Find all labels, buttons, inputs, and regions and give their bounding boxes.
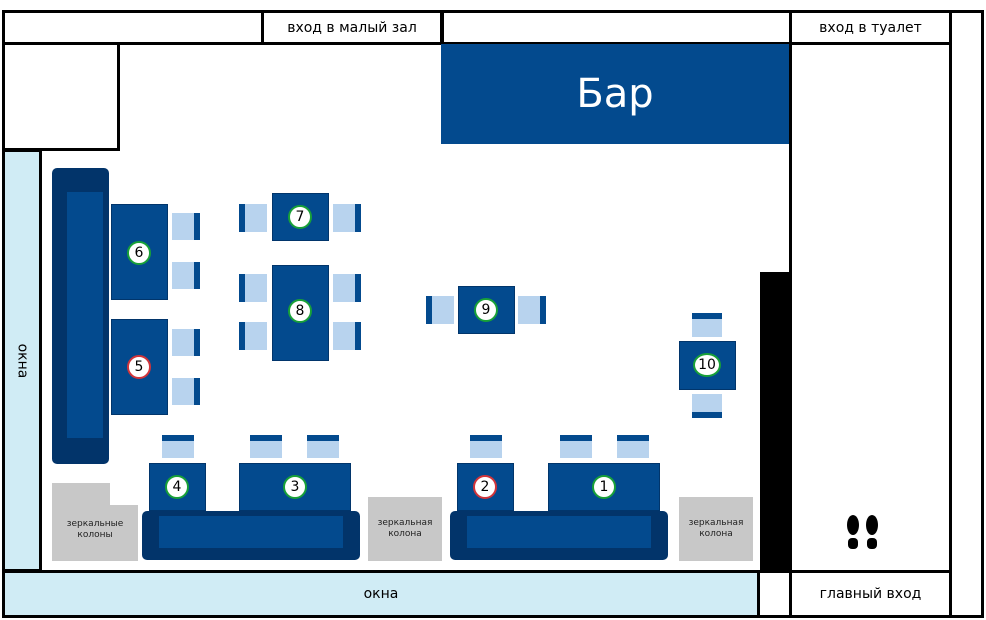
chair-back xyxy=(239,274,245,302)
chair xyxy=(617,441,649,458)
chair xyxy=(518,296,540,324)
chair xyxy=(172,262,194,289)
chair-back xyxy=(307,435,339,441)
chair xyxy=(307,441,339,458)
bottom-gap xyxy=(757,570,792,618)
table-number-10[interactable]: 10 xyxy=(693,353,721,377)
chair-back xyxy=(194,213,200,240)
table-number-4[interactable]: 4 xyxy=(165,475,189,499)
bar-counter: Бар xyxy=(441,44,789,144)
chair-back xyxy=(194,262,200,289)
chair xyxy=(245,204,267,232)
chair xyxy=(250,441,282,458)
partition-wall xyxy=(760,272,790,570)
chair xyxy=(333,274,355,302)
table-4[interactable] xyxy=(149,463,206,511)
mirror-column-right-label: зеркальная колона xyxy=(688,518,744,539)
chair-back xyxy=(355,204,361,232)
chair-back xyxy=(355,274,361,302)
top-wall-segment xyxy=(441,10,793,45)
chair-back xyxy=(540,296,546,324)
bar-label: Бар xyxy=(576,71,654,117)
table-number-7[interactable]: 7 xyxy=(288,205,312,229)
chair-back xyxy=(162,435,194,441)
main-entrance[interactable]: главный вход xyxy=(789,570,952,618)
footprints-icon xyxy=(847,515,878,549)
chair xyxy=(333,322,355,350)
chair xyxy=(245,322,267,350)
toilet-entrance[interactable]: вход в туалет xyxy=(789,10,952,45)
table-number-1[interactable]: 1 xyxy=(592,475,616,499)
chair-back xyxy=(692,412,722,418)
windows-bottom: окна xyxy=(2,570,760,618)
chair xyxy=(692,394,722,412)
table-number-3[interactable]: 3 xyxy=(283,475,307,499)
windows-left-label: окна xyxy=(14,343,31,378)
chair xyxy=(470,441,502,458)
chair xyxy=(245,274,267,302)
chair-back xyxy=(239,322,245,350)
mirror-column-middle-label: зеркальная колона xyxy=(377,518,433,539)
right-wall xyxy=(949,10,984,618)
chair xyxy=(333,204,355,232)
table-7[interactable] xyxy=(272,193,329,241)
table-number-6[interactable]: 6 xyxy=(127,241,151,265)
chair xyxy=(560,441,592,458)
right-inner-wall xyxy=(789,43,792,573)
chair-back xyxy=(692,313,722,319)
table-number-5[interactable]: 5 xyxy=(127,355,151,379)
table-number-8[interactable]: 8 xyxy=(288,299,312,323)
chair-back xyxy=(426,296,432,324)
chair-back xyxy=(560,435,592,441)
mirror-columns-left-label: зеркальные колоны xyxy=(66,519,124,540)
table-6[interactable] xyxy=(111,204,168,300)
chair-back xyxy=(239,204,245,232)
mirror-column-middle: зеркальная колона xyxy=(368,497,442,561)
chair xyxy=(692,319,722,337)
mirror-column-right: зеркальная колона xyxy=(679,497,753,561)
windows-left: окна xyxy=(2,149,42,572)
table-number-9[interactable]: 9 xyxy=(474,298,498,322)
sofa-bottom-left-seat xyxy=(159,516,343,548)
small-hall-entrance[interactable]: вход в малый зал xyxy=(261,10,443,45)
chair-back xyxy=(470,435,502,441)
chair xyxy=(432,296,454,324)
mirror-columns-left: зеркальные колоны xyxy=(52,483,138,561)
chair-back xyxy=(194,378,200,405)
chair-back xyxy=(355,322,361,350)
sofa-left-seat xyxy=(67,192,103,438)
chair xyxy=(172,329,194,356)
sofa-bottom-right-seat xyxy=(467,516,651,548)
chair-back xyxy=(250,435,282,441)
chair-back xyxy=(194,329,200,356)
chair xyxy=(172,213,194,240)
chair xyxy=(172,378,194,405)
corner-block-upper xyxy=(2,10,263,45)
table-number-2[interactable]: 2 xyxy=(473,475,497,499)
chair-back xyxy=(617,435,649,441)
chair xyxy=(162,441,194,458)
